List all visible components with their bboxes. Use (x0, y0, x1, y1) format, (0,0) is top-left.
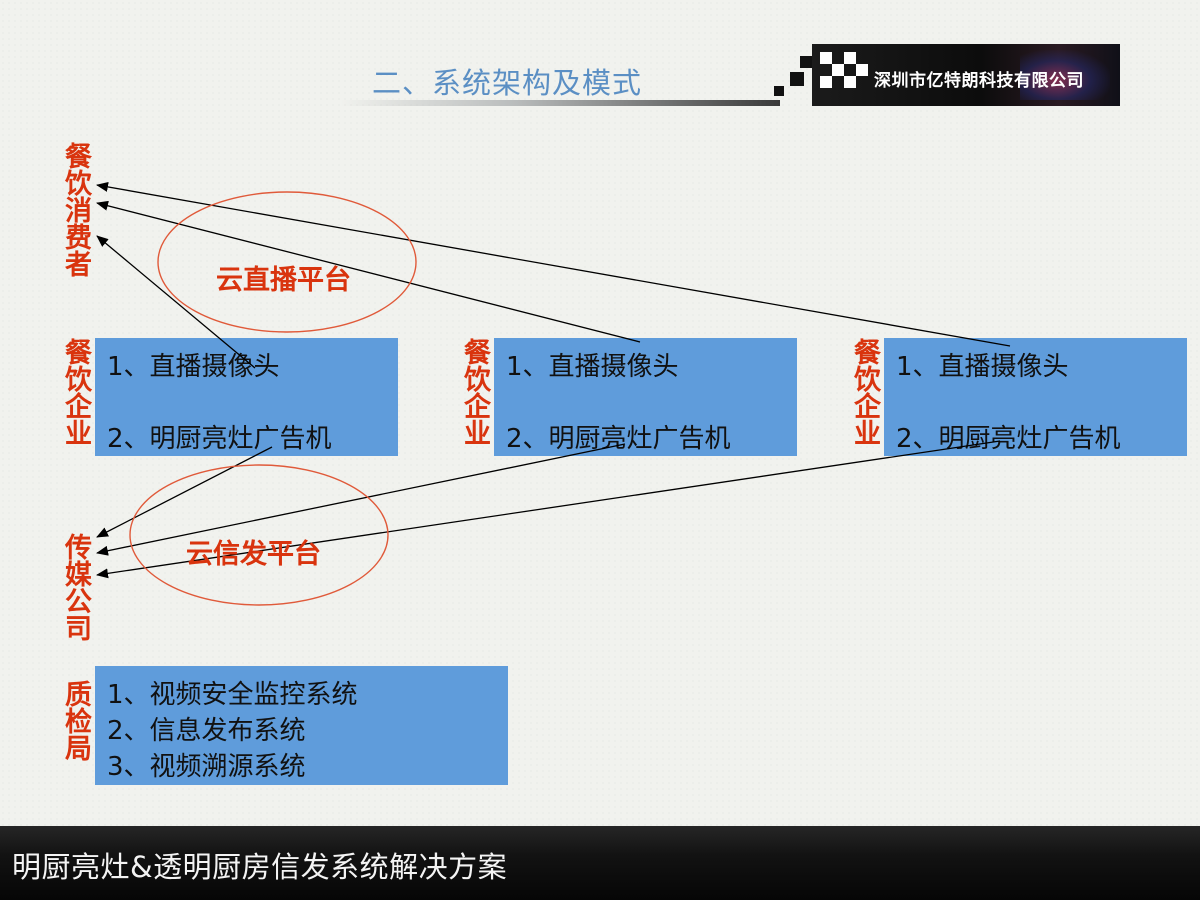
live-platform-label: 云直播平台 (216, 265, 351, 296)
arrow-enterprise1-to-media (96, 446, 273, 538)
box-line-camera: 1、直播摄像头 (506, 352, 679, 382)
label-quality: 质检局 (60, 680, 91, 761)
box-line-publishing: 2、信息发布系统 (107, 716, 306, 746)
enterprise-box-1: 1、直播摄像头 2、明厨亮灶广告机 (95, 338, 398, 456)
enterprise-box-3: 1、直播摄像头 2、明厨亮灶广告机 (884, 338, 1187, 456)
title-underline (340, 100, 780, 106)
enterprise-box-2: 1、直播摄像头 2、明厨亮灶广告机 (494, 338, 797, 456)
quality-box: 1、视频安全监控系统 2、信息发布系统 3、视频溯源系统 (95, 666, 508, 785)
box-line-ad-machine: 2、明厨亮灶广告机 (506, 424, 731, 454)
box-line-monitoring: 1、视频安全监控系统 (107, 680, 358, 710)
arrow-enterprise1-to-consumer (96, 235, 256, 369)
label-enterprise-2: 餐饮企业 (459, 338, 490, 446)
company-name: 深圳市亿特朗科技有限公司 (874, 71, 1084, 91)
box-line-tracing: 3、视频溯源系统 (107, 752, 306, 782)
box-line-camera: 1、直播摄像头 (896, 352, 1069, 382)
box-line-camera: 1、直播摄像头 (107, 352, 280, 382)
logo-banner: 深圳市亿特朗科技有限公司 (812, 44, 1120, 106)
info-platform-label: 云信发平台 (186, 539, 321, 570)
live-platform-ellipse (157, 191, 417, 333)
arrow-enterprise3-to-media (96, 440, 1001, 579)
checker-square (820, 52, 832, 64)
footer-bar: 明厨亮灶&透明厨房信发系统解决方案 (0, 826, 1200, 900)
checker-square (832, 64, 844, 76)
company-logo: 深圳市亿特朗科技有限公司 (770, 44, 1120, 106)
checker-square (844, 76, 856, 88)
arrow-enterprise2-to-media (96, 443, 626, 556)
box-line-ad-machine: 2、明厨亮灶广告机 (896, 424, 1121, 454)
info-platform-ellipse (129, 464, 389, 606)
checker-square (774, 86, 784, 96)
page-title: 二、系统架构及模式 (372, 66, 643, 100)
checker-square (844, 52, 856, 64)
checker-square (856, 64, 868, 76)
box-line-ad-machine: 2、明厨亮灶广告机 (107, 424, 332, 454)
label-enterprise-3: 餐饮企业 (849, 338, 880, 446)
arrow-enterprise2-to-consumer (96, 200, 641, 343)
label-media: 传媒公司 (60, 533, 91, 641)
checker-square (790, 72, 804, 86)
label-consumer: 餐饮消费者 (60, 142, 91, 277)
label-enterprise-1: 餐饮企业 (60, 338, 91, 446)
checker-square (820, 76, 832, 88)
arrow-enterprise3-to-consumer (96, 181, 1011, 347)
logo-glow (1020, 50, 1110, 100)
checker-square (800, 56, 812, 68)
footer-title: 明厨亮灶&透明厨房信发系统解决方案 (12, 850, 508, 884)
